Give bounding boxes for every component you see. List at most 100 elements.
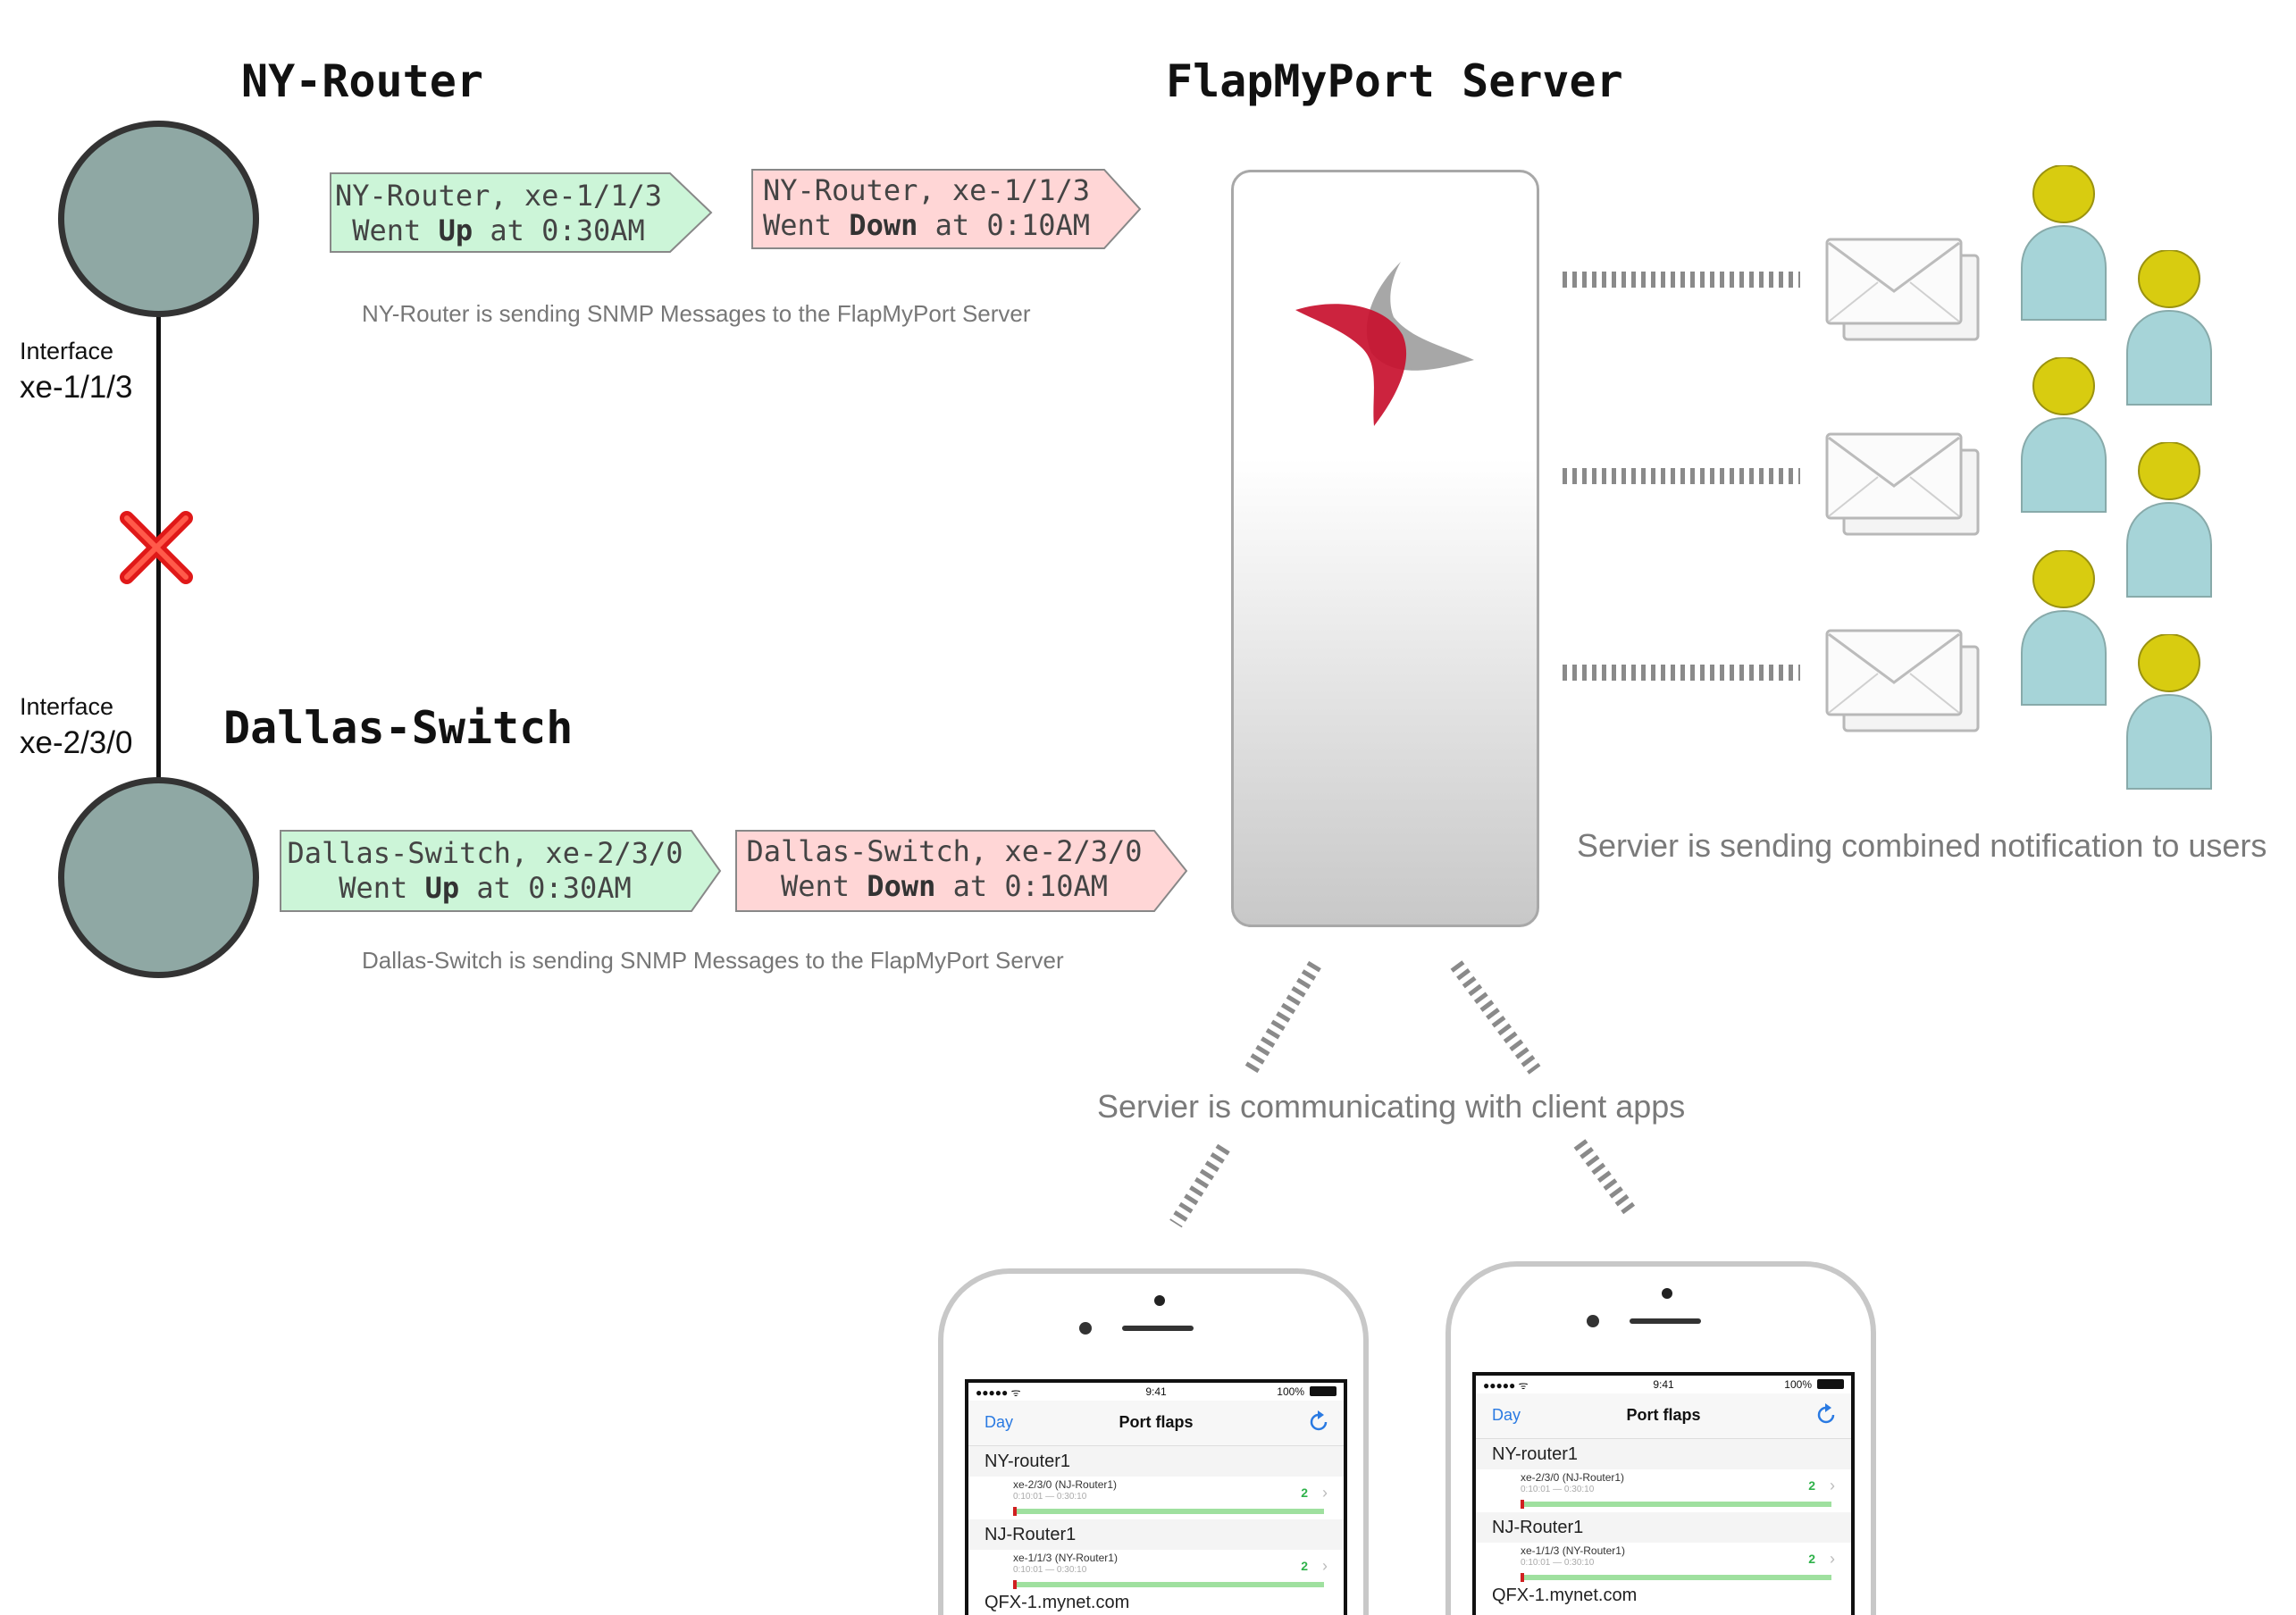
flap-bar-down-mark [1521, 1500, 1524, 1509]
list-item[interactable]: xe-2/3/0 (NJ-Router1) 0:10:01 — 0:30:10 … [968, 1477, 1344, 1519]
day-button[interactable]: Day [1492, 1406, 1521, 1424]
ny-router-node [58, 121, 259, 317]
flap-bar-down-mark [1013, 1507, 1017, 1516]
clients-caption: Servier is communicating with client app… [1097, 1088, 1686, 1125]
refresh-icon[interactable] [1306, 1410, 1331, 1435]
row-time: 0:10:01 — 0:30:10 [1521, 1558, 1595, 1568]
ny-down-line1: NY-Router, xe-1/1/3 [762, 173, 1091, 207]
dallas-down-prefix: Went [780, 869, 867, 903]
flap-bar-down-mark [1013, 1580, 1017, 1589]
ny-up-line1: NY-Router, xe-1/1/3 [334, 179, 663, 213]
ny-down-prefix: Went [762, 208, 850, 242]
nav-title: Port flaps [1626, 1406, 1701, 1424]
row-interface: xe-1/1/3 (NY-Router1) [1013, 1552, 1118, 1564]
list-item[interactable]: xe-1/1/3 (NY-Router1) 0:10:01 — 0:30:10 … [968, 1550, 1344, 1593]
phone-1: ●●●●● ᯤ 9:41 100% Day Port flaps NY-rout… [938, 1268, 1369, 1615]
user-icon [2126, 442, 2212, 598]
dallas-up-state: Up [424, 871, 460, 905]
flap-bar [1521, 1502, 1831, 1507]
dallas-down-line1: Dallas-Switch, xe-2/3/0 [746, 834, 1143, 868]
row-count: 2 [1301, 1559, 1308, 1573]
ny-up-message: NY-Router, xe-1/1/3 Went Up at 0:30AM [329, 172, 715, 254]
section-header: QFX-1.mynet.com [985, 1593, 1130, 1612]
phone-screen: ●●●●● ᯤ 9:41 100% Day Port flaps NY-rout… [965, 1379, 1347, 1615]
day-button[interactable]: Day [985, 1413, 1014, 1431]
envelope-icon [1825, 629, 1980, 732]
flap-bar [1013, 1582, 1324, 1587]
dallas-up-line1: Dallas-Switch, xe-2/3/0 [287, 836, 683, 870]
row-interface: xe-2/3/0 (NJ-Router1) [1013, 1478, 1118, 1491]
dallas-up-prefix: Went [339, 871, 425, 905]
dallas-down-message: Dallas-Switch, xe-2/3/0 Went Down at 0:1… [734, 829, 1190, 913]
dallas-down-state: Down [867, 869, 936, 903]
list-item[interactable]: xe-1/1/3 (NY-Router1) 0:10:01 — 0:30:10 … [1476, 1543, 1851, 1586]
refresh-icon[interactable] [1814, 1402, 1839, 1427]
nav-bar: Day Port flaps [968, 1401, 1344, 1446]
phone-speaker [1122, 1326, 1194, 1331]
row-interface: xe-2/3/0 (NJ-Router1) [1521, 1471, 1625, 1484]
phone-speaker [1630, 1318, 1701, 1324]
phone-screen: ●●●●● ᯤ 9:41 100% Day Port flaps NY-rout… [1472, 1372, 1855, 1615]
section-header: QFX-1.mynet.com [1492, 1586, 1638, 1605]
envelope-icon [1825, 238, 1980, 341]
flap-bar-down-mark [1521, 1573, 1524, 1582]
row-time: 0:10:01 — 0:30:10 [1013, 1565, 1087, 1575]
dallas-down-suffix: at 0:10AM [935, 869, 1109, 903]
ny-interface-name: xe-1/1/3 [20, 370, 133, 405]
section-header: NJ-Router1 [968, 1519, 1344, 1550]
server-title: FlapMyPort Server [1166, 55, 1623, 107]
dallas-interface-name: xe-2/3/0 [20, 725, 133, 760]
dallas-switch-title: Dallas-Switch [223, 702, 574, 754]
user-icon [2021, 357, 2107, 513]
nav-bar: Day Port flaps [1476, 1393, 1851, 1439]
status-time: 9:41 [1653, 1378, 1674, 1391]
section-header: NY-router1 [968, 1446, 1344, 1477]
row-time: 0:10:01 — 0:30:10 [1521, 1485, 1595, 1494]
flap-bar [1521, 1575, 1831, 1580]
flap-bar [1013, 1509, 1324, 1514]
dallas-caption: Dallas-Switch is sending SNMP Messages t… [362, 947, 1064, 974]
ny-up-prefix: Went [352, 213, 439, 247]
chevron-right-icon: › [1830, 1477, 1835, 1494]
phone-camera [1154, 1295, 1165, 1306]
ny-interface-label: Interface [20, 338, 114, 364]
phone-2: ●●●●● ᯤ 9:41 100% Day Port flaps NY-rout… [1445, 1261, 1876, 1615]
row-time: 0:10:01 — 0:30:10 [1013, 1492, 1087, 1502]
flapmyport-logo-icon [1295, 262, 1474, 426]
row-count: 2 [1808, 1478, 1815, 1493]
link-down-x-icon [120, 511, 193, 584]
dallas-up-message: Dallas-Switch, xe-2/3/0 Went Up at 0:30A… [279, 829, 724, 913]
chevron-right-icon: › [1322, 1484, 1328, 1502]
dallas-up-suffix: at 0:30AM [459, 871, 632, 905]
ny-router-title: NY-Router [241, 55, 483, 107]
status-bar: ●●●●● ᯤ 9:41 100% [968, 1383, 1344, 1401]
dallas-interface-label: Interface [20, 693, 114, 720]
ny-down-message: NY-Router, xe-1/1/3 Went Down at 0:10AM [750, 168, 1144, 250]
status-time: 9:41 [1145, 1385, 1167, 1398]
row-count: 2 [1808, 1552, 1815, 1566]
section-header: NY-router1 [1476, 1439, 1851, 1469]
phone-sensor [1587, 1315, 1599, 1327]
battery-level: 100% [1784, 1378, 1812, 1391]
battery-level: 100% [1277, 1385, 1304, 1398]
user-icon [2021, 550, 2107, 706]
signal-icon: ●●●●● ᯤ [976, 1386, 1021, 1399]
user-icon [2021, 165, 2107, 321]
section-header: NJ-Router1 [1476, 1512, 1851, 1543]
signal-icon: ●●●●● ᯤ [1483, 1379, 1529, 1392]
chevron-right-icon: › [1830, 1550, 1835, 1568]
notification-links [1563, 272, 1800, 681]
ny-down-suffix: at 0:10AM [918, 208, 1091, 242]
row-interface: xe-1/1/3 (NY-Router1) [1521, 1544, 1625, 1557]
users-caption: Servier is sending combined notification… [1577, 827, 2267, 864]
nav-title: Port flaps [1119, 1413, 1194, 1431]
ny-down-state: Down [849, 208, 918, 242]
list-item[interactable]: xe-2/3/0 (NJ-Router1) 0:10:01 — 0:30:10 … [1476, 1469, 1851, 1512]
envelope-icon [1825, 432, 1980, 536]
row-count: 2 [1301, 1485, 1308, 1500]
status-bar: ●●●●● ᯤ 9:41 100% [1476, 1376, 1851, 1393]
ny-caption: NY-Router is sending SNMP Messages to th… [362, 300, 1031, 327]
ny-up-state: Up [438, 213, 473, 247]
chevron-right-icon: › [1322, 1557, 1328, 1575]
phone-sensor [1079, 1322, 1092, 1335]
